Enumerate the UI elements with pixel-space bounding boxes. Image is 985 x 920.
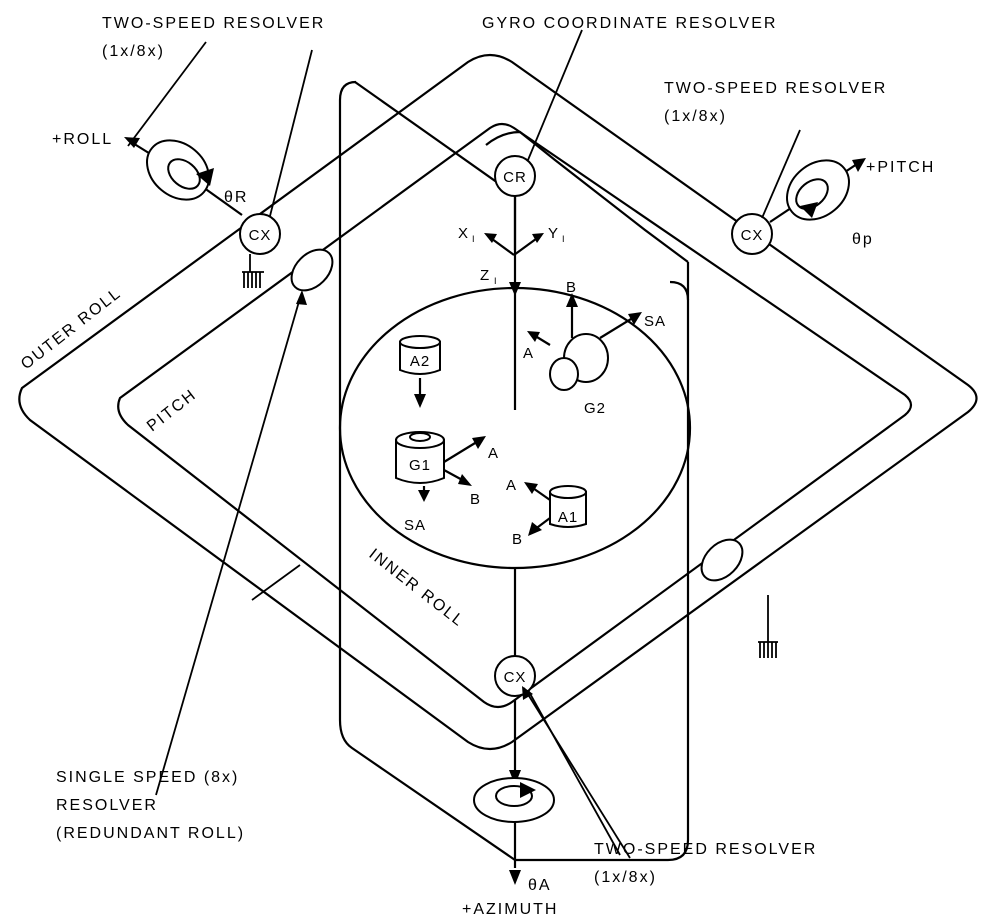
svg-text:I: I: [472, 234, 475, 244]
g2-b-label: B: [566, 279, 577, 296]
two-speed-resolver-pitch-ratio: (1x/8x): [664, 108, 727, 125]
two-speed-resolver-roll-ratio: (1x/8x): [102, 43, 165, 60]
plus-azimuth-label: +AZIMUTH: [462, 901, 558, 918]
pitch-resolver-ellipse: [694, 532, 751, 589]
g1-b-label: B: [470, 491, 481, 508]
two-speed-resolver-roll-label: TWO-SPEED RESOLVER: [102, 15, 325, 32]
single-speed-line3: (REDUNDANT ROLL): [56, 825, 245, 842]
x-axis-label: X: [458, 225, 469, 242]
leader-lines: [128, 30, 800, 858]
gyro-g1: G1 A B SA: [396, 432, 499, 534]
g1-label: G1: [409, 457, 431, 474]
gyro-g2: B SA A G2: [523, 279, 666, 417]
theta-p-label: θp: [852, 231, 874, 248]
single-speed-line1: SINGLE SPEED (8x): [56, 769, 239, 786]
a1-b-label: B: [512, 531, 523, 548]
theta-r-label: θR: [224, 189, 248, 206]
a1-label: A1: [558, 509, 578, 526]
accelerometer-a2: A2: [400, 336, 440, 408]
g1-a-label: A: [488, 445, 499, 462]
roll-rotation-icon: [124, 128, 221, 212]
two-speed-resolver-az-label: TWO-SPEED RESOLVER: [594, 841, 817, 858]
gyro-coordinate-resolver-label: GYRO COORDINATE RESOLVER: [482, 15, 777, 32]
theta-a-label: θA: [528, 877, 552, 894]
a2-label: A2: [410, 353, 430, 370]
redundant-roll-resolver: [284, 242, 341, 299]
accelerometer-a1: A1 A B: [506, 477, 586, 548]
single-speed-line2: RESOLVER: [56, 797, 158, 814]
plus-pitch-label: +PITCH: [866, 159, 935, 176]
a1-a-label: A: [506, 477, 517, 494]
two-speed-resolver-pitch-label: TWO-SPEED RESOLVER: [664, 80, 887, 97]
y-axis-label: Y: [548, 225, 559, 242]
azimuth-rotation-icon: [474, 778, 554, 822]
platform-axes: X I Y I Z I: [458, 225, 565, 296]
cr-label: CR: [503, 169, 527, 186]
cx-roll-label: CX: [249, 227, 272, 244]
z-axis-label: Z: [480, 267, 490, 284]
cx-resolver-pitch: CX: [732, 214, 772, 254]
ground-symbol-right: [758, 595, 778, 658]
cx-az-label: CX: [504, 669, 527, 686]
g2-label: G2: [584, 400, 606, 417]
cx-pitch-label: CX: [741, 227, 764, 244]
svg-text:I: I: [494, 276, 497, 286]
cr-resolver: CR: [495, 156, 535, 196]
two-speed-resolver-az-ratio: (1x/8x): [594, 869, 657, 886]
svg-text:I: I: [562, 234, 565, 244]
outer-roll-label: OUTER ROLL: [18, 284, 125, 373]
g2-sa-label: SA: [644, 313, 666, 330]
pitch-label: PITCH: [144, 386, 200, 435]
g2-a-label: A: [523, 345, 534, 362]
pitch-rotation-icon: [770, 148, 866, 232]
g1-sa-label: SA: [404, 517, 426, 534]
plus-roll-label: +ROLL: [52, 131, 113, 148]
ground-symbol-left: [242, 254, 264, 288]
